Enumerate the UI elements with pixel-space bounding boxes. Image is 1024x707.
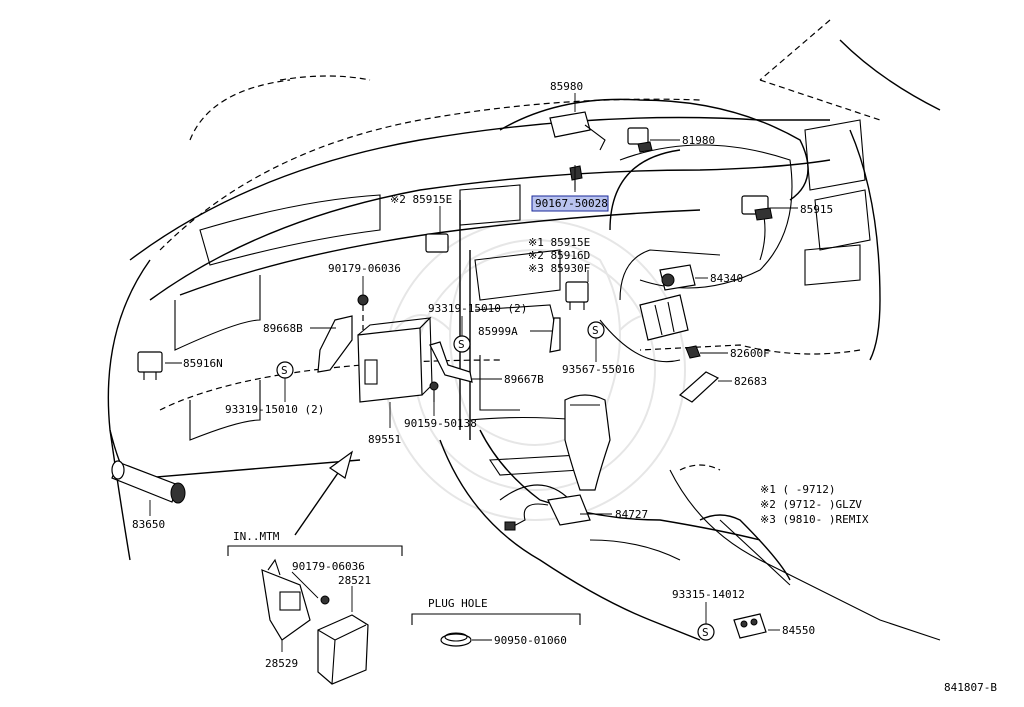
part-89668b-drawing [317, 315, 353, 373]
part-85915e-drawing [425, 233, 449, 253]
svg-text:S: S [458, 338, 465, 351]
highlight-box-90167 [531, 195, 609, 212]
label-82683[interactable]: 82683 [734, 375, 767, 388]
part-85980-drawing [549, 111, 606, 151]
label-85930f[interactable]: ※3 85930F [528, 262, 590, 275]
applicability-notes: ※1 ( -9712) ※2 (9712- )GLZV ※3 (9810- )R… [760, 483, 869, 526]
label-28521[interactable]: 28521 [338, 574, 371, 587]
part-labels: 85980 81980 90167-50028 85915 ※2 85915E … [132, 80, 833, 637]
note-1: ※1 ( -9712) [760, 483, 835, 496]
label-84550[interactable]: 84550 [782, 624, 815, 637]
label-85915[interactable]: 85915 [800, 203, 833, 216]
label-93319-15010-top[interactable]: 93319-15010 (2) [428, 302, 527, 315]
label-84727[interactable]: 84727 [615, 508, 648, 521]
label-85916n[interactable]: 85916N [183, 357, 223, 370]
screw-symbol-3: S [276, 361, 294, 379]
svg-text:S: S [281, 364, 288, 377]
note-2: ※2 (9712- )GLZV [760, 498, 862, 511]
note-3: ※3 (9810- )REMIX [760, 513, 869, 526]
screw-symbol-4: S [697, 623, 715, 641]
part-81980-drawing [627, 127, 653, 153]
diagram-code: 841807-B [944, 681, 997, 694]
label-85915e-1[interactable]: ※1 85915E [528, 236, 590, 249]
part-85930f-drawing [565, 281, 589, 310]
label-83650[interactable]: 83650 [132, 518, 165, 531]
label-84340[interactable]: 84340 [710, 272, 743, 285]
part-90159-bolt-drawing [429, 381, 439, 402]
label-90167-50028[interactable]: 90167-50028 [535, 197, 608, 210]
label-85980[interactable]: 85980 [550, 80, 583, 93]
switch-block-drawing [639, 294, 689, 341]
shift-lever [564, 394, 611, 491]
label-90179-06036-top[interactable]: 90179-06036 [328, 262, 401, 275]
inset-plug-hole: PLUG HOLE 90950-01060 [411, 597, 581, 647]
svg-text:S: S [592, 324, 599, 337]
screw-symbol-1: S [453, 335, 471, 353]
part-84550-drawing [733, 613, 767, 639]
part-84727-drawing [504, 494, 591, 531]
label-90179-06036-inset[interactable]: 90179-06036 [292, 560, 365, 573]
part-82600f-drawing [685, 345, 701, 359]
label-82600f[interactable]: 82600F [730, 347, 770, 360]
screw-symbol-2: S [587, 321, 605, 339]
label-81980[interactable]: 81980 [682, 134, 715, 147]
label-90950-01060[interactable]: 90950-01060 [494, 634, 567, 647]
dashboard-outline [107, 19, 941, 641]
label-85999a[interactable]: 85999A [478, 325, 518, 338]
label-90159-50138[interactable]: 90159-50138 [404, 417, 477, 430]
inset-plug-title: PLUG HOLE [428, 597, 488, 610]
view-arrow [294, 450, 354, 536]
label-28529[interactable]: 28529 [265, 657, 298, 670]
part-85999a-drawing [549, 317, 561, 353]
label-85915e-2[interactable]: ※2 85915E [390, 193, 452, 206]
part-90167-drawing [569, 165, 583, 190]
label-89667b[interactable]: 89667B [504, 373, 544, 386]
label-89551[interactable]: 89551 [368, 433, 401, 446]
label-89668b[interactable]: 89668B [263, 322, 303, 335]
label-93319-15010-left[interactable]: 93319-15010 (2) [225, 403, 324, 416]
part-85916n-drawing [137, 351, 163, 380]
part-85915-drawing [741, 195, 773, 221]
label-93567-55016[interactable]: 93567-55016 [562, 363, 635, 376]
svg-text:S: S [702, 626, 709, 639]
leader-lines [149, 93, 798, 631]
inset-mtm: IN..MTM 90179-06036 28521 28529 [227, 530, 403, 685]
part-84340-drawing [659, 264, 696, 291]
part-83650-drawing [111, 460, 186, 504]
inset-mtm-title: IN..MTM [233, 530, 280, 543]
label-85916d[interactable]: ※2 85916D [528, 249, 590, 262]
part-90179-nut-drawing [357, 294, 369, 330]
part-89667b-drawing [429, 341, 473, 383]
part-82683-drawing [678, 371, 720, 403]
part-89551-drawing [357, 316, 433, 403]
label-93315-14012[interactable]: 93315-14012 [672, 588, 745, 601]
